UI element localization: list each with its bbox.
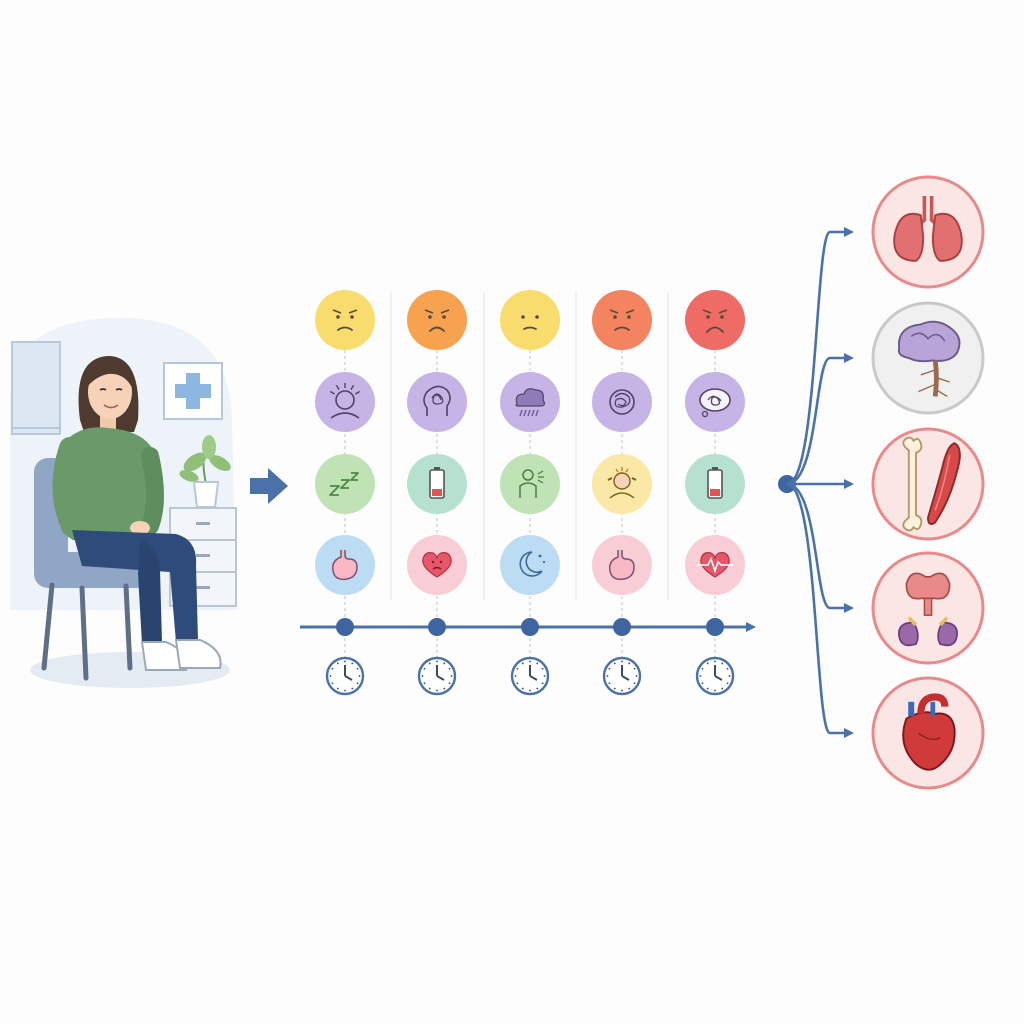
- branch-arrow: [786, 227, 854, 486]
- symptom-badge: [592, 372, 652, 432]
- symptom-badge-circle: [592, 290, 652, 350]
- stressed-person-icon: [607, 467, 637, 499]
- symptom-badge: [407, 535, 467, 595]
- symptom-badge: [685, 535, 745, 595]
- symptom-badge-circle: [500, 454, 560, 514]
- symptom-badge: [592, 290, 652, 350]
- symptom-badge: [407, 372, 467, 432]
- clock-icon: [695, 656, 735, 696]
- clock-icon: [417, 656, 457, 696]
- branch-arrow: [786, 353, 854, 486]
- symptom-badge: [592, 535, 652, 595]
- bone-muscle-icon: [902, 436, 961, 532]
- symptom-badge: [407, 290, 467, 350]
- sad-face-icon: [609, 309, 635, 331]
- organ-badge: [871, 427, 985, 541]
- symptom-badge: [685, 372, 745, 432]
- heartbeat-heart-icon: [697, 552, 733, 578]
- very-sad-face-icon: [702, 309, 728, 333]
- symptom-badge-circle: [407, 290, 467, 350]
- potted-plant-icon: [179, 435, 231, 508]
- heart-icon: [902, 693, 956, 771]
- clock-icon: [602, 656, 642, 696]
- symptom-badge-circle: [685, 290, 745, 350]
- symptom-badge: [500, 535, 560, 595]
- timepoint-dot: [613, 618, 631, 636]
- clock-icon: [325, 656, 365, 696]
- symptom-badge: [685, 290, 745, 350]
- frown-face-icon: [424, 309, 450, 332]
- symptom-badge: [315, 535, 375, 595]
- symptom-badge-circle: [315, 372, 375, 432]
- timepoint-dot: [428, 618, 446, 636]
- thought-bubble-scribble-icon: [699, 388, 731, 418]
- brain-nervous-system-icon: [897, 320, 961, 398]
- symptom-badge: [500, 454, 560, 514]
- sad-face-icon: [332, 309, 358, 331]
- symptom-badge: [592, 454, 652, 514]
- clock-icon: [510, 656, 550, 696]
- organ-badge: [871, 175, 985, 289]
- patient-scene: [10, 318, 237, 688]
- symptom-badge: [407, 454, 467, 514]
- organ-systems: [871, 175, 985, 790]
- cough-person-icon: [519, 469, 544, 498]
- organ-badge: [871, 551, 985, 665]
- sad-heart-icon: [422, 552, 452, 578]
- window-icon: [11, 341, 61, 435]
- medical-cross-icon: [163, 362, 223, 420]
- symptom-badge: [500, 290, 560, 350]
- low-battery-icon: [429, 467, 445, 499]
- timepoint-dot: [521, 618, 539, 636]
- symptom-badge: [315, 454, 375, 514]
- input-arrow: [250, 468, 288, 504]
- seated-woman-illustration: [52, 356, 222, 671]
- branch-connectors: [778, 227, 854, 738]
- timepoint-dot: [336, 618, 354, 636]
- sleep-zzz-icon: [329, 472, 359, 496]
- timepoint-dot: [706, 618, 724, 636]
- organ-badge: [871, 676, 985, 790]
- lungs-icon: [893, 195, 963, 262]
- branch-arrow: [786, 482, 854, 613]
- symptom-badge-circle: [592, 372, 652, 432]
- symptom-badge-circle: [407, 372, 467, 432]
- symptom-badge: [500, 372, 560, 432]
- symptom-badge: [685, 454, 745, 514]
- timepoints: [325, 618, 735, 696]
- stomach-icon: [331, 550, 358, 581]
- thyroid-kidneys-icon: [898, 572, 958, 647]
- low-battery-icon: [707, 467, 723, 499]
- symptom-badge-circle: [500, 535, 560, 595]
- tangled-brain-icon: [609, 389, 635, 415]
- stomach-icon: [608, 550, 635, 581]
- symptom-badge-circle: [315, 290, 375, 350]
- organ-badge-circle: [871, 175, 985, 289]
- organ-badge: [871, 301, 985, 415]
- moon-night-icon: [519, 551, 546, 577]
- rain-cloud-icon: [515, 388, 546, 417]
- tangled-thoughts-head-icon: [423, 385, 451, 416]
- symptom-badge: [315, 372, 375, 432]
- symptom-badge-circle: [500, 290, 560, 350]
- branch-arrow: [786, 482, 854, 738]
- column-separators: [344, 292, 716, 660]
- symptom-badge: [315, 290, 375, 350]
- worried-face-icon: [521, 315, 539, 330]
- headache-head-icon: [329, 383, 361, 419]
- symptom-grid: [315, 290, 745, 595]
